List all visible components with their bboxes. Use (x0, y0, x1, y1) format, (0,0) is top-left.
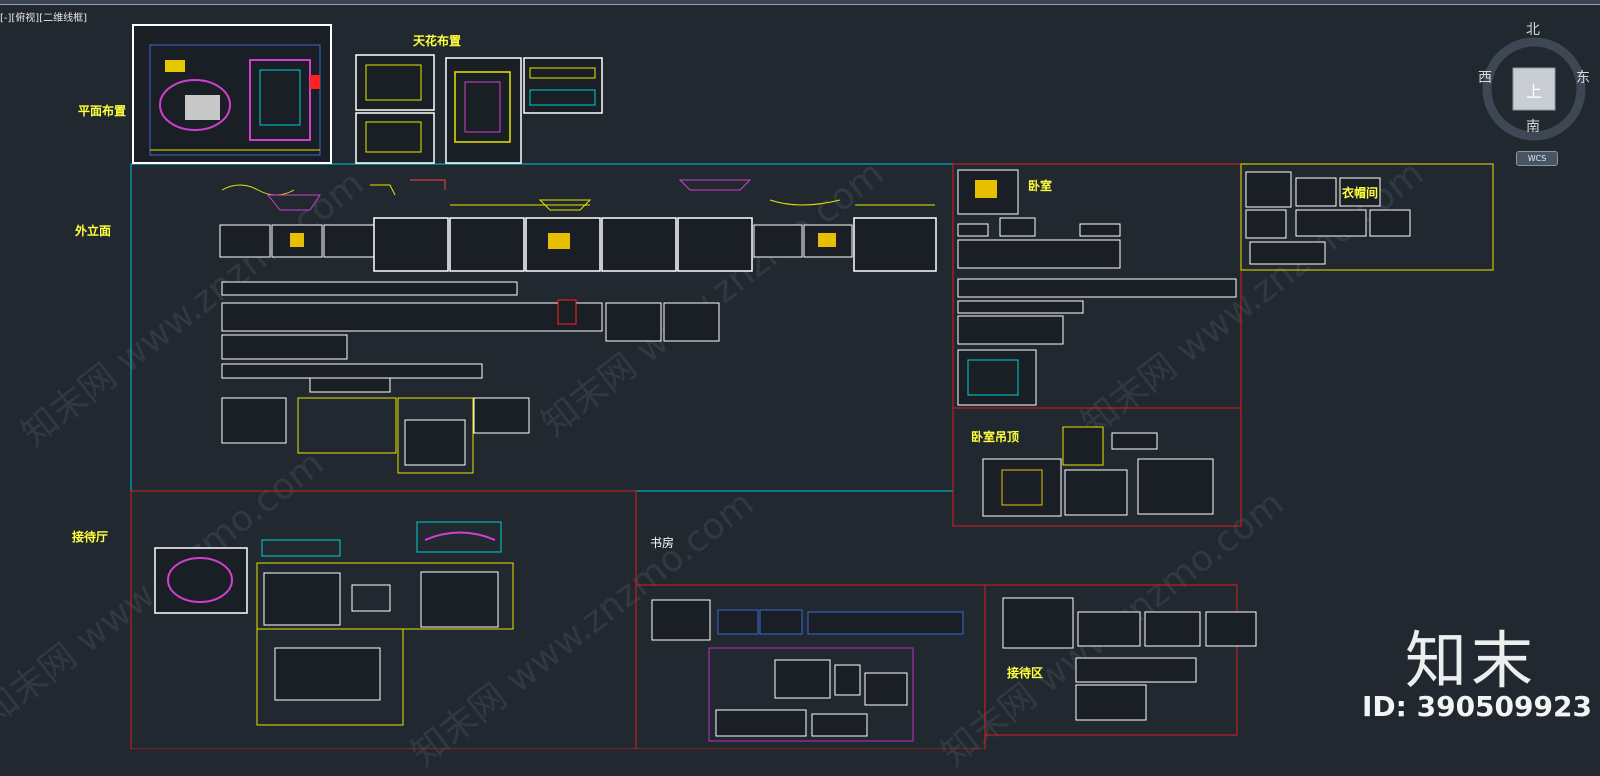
detail-row-4 (221, 363, 483, 393)
detail-row-3 (221, 334, 348, 360)
label-bedroom-ceiling: 卧室吊顶 (971, 430, 1020, 444)
cloakroom-sheets (1245, 171, 1411, 265)
bedroom-sheets (957, 169, 1237, 406)
detail-row-5 (221, 397, 530, 474)
floor-plan-sheet (132, 24, 332, 164)
detail-row-1 (221, 281, 518, 296)
title-bar (0, 0, 1600, 5)
compass-west[interactable]: 西 (1478, 70, 1492, 86)
brand-logo: 知末 (1405, 624, 1538, 697)
compass-south[interactable]: 南 (1526, 119, 1540, 135)
label-reception-area: 接待区 (1007, 666, 1044, 680)
elevation-panels (219, 217, 937, 272)
view-cube[interactable]: 北 南 西 东 上 (1460, 14, 1590, 164)
label-exterior-elevation: 外立面 (75, 224, 112, 238)
frame-reception-area (984, 584, 1238, 736)
label-bedroom: 卧室 (1028, 179, 1053, 193)
ceiling-sheets (355, 54, 603, 164)
frame-cloakroom (1240, 163, 1494, 271)
viewport-controls-label[interactable]: [-][俯视][二维线框] (0, 13, 88, 24)
label-study: 书房 (650, 536, 675, 550)
cube-face-top[interactable]: 上 (1526, 82, 1543, 101)
brand-id: ID: 390509923 (1362, 690, 1592, 723)
compass-east[interactable]: 东 (1576, 70, 1590, 86)
frame-bedroom-ceiling (952, 407, 1242, 527)
wcs-menu[interactable]: WCS (1516, 151, 1558, 166)
label-cloakroom: 衣帽间 (1342, 186, 1379, 200)
label-reception-hall: 接待厅 (72, 530, 109, 544)
bedroom-ceiling-sheets (982, 426, 1214, 517)
study-sheets (651, 599, 964, 737)
label-floor-plan: 平面布置 (78, 104, 127, 118)
reception-area-sheets (1002, 597, 1257, 721)
label-ceiling-layout: 天花布置 (413, 34, 462, 48)
frame-study-sub (708, 647, 914, 742)
elevation-strip-top (221, 179, 935, 211)
detail-row-2 (221, 299, 720, 342)
compass-north[interactable]: 北 (1526, 22, 1540, 38)
drawing-canvas[interactable] (0, 0, 1600, 749)
frame-reception-hall (130, 490, 637, 749)
compass-ring[interactable] (1460, 14, 1590, 164)
reception-hall-sheets (154, 521, 514, 726)
